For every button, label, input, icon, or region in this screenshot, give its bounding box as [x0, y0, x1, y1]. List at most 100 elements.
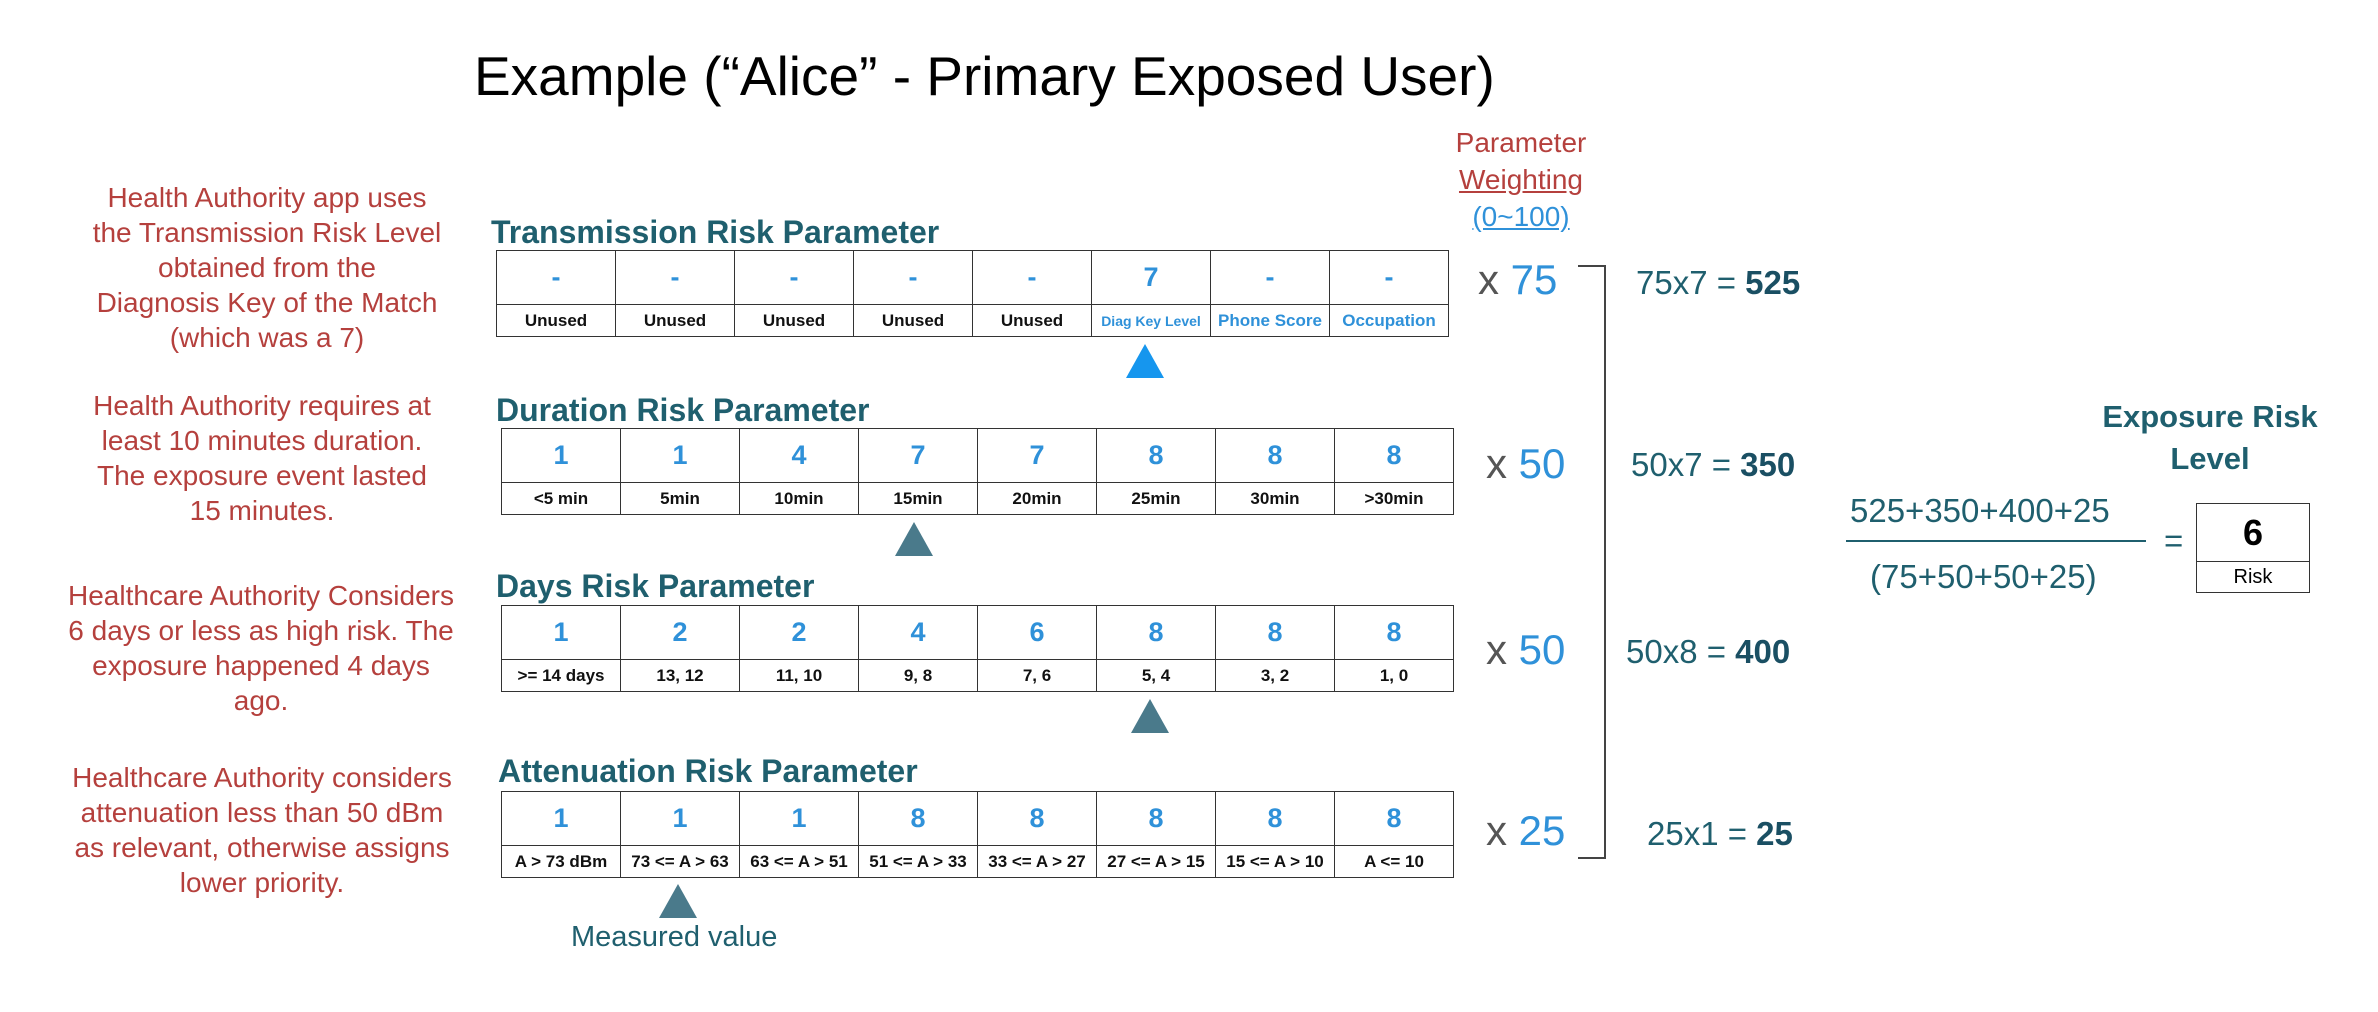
transmission-selection-marker	[1126, 344, 1164, 378]
attenuation-parameter-title: Attenuation Risk Parameter	[498, 753, 918, 789]
duration-label-cell: 20min	[977, 482, 1097, 515]
transmission-calc-expression: 75x7 =	[1636, 264, 1746, 301]
transmission-value-cell: -	[853, 250, 973, 305]
duration-label-cell: 25min	[1096, 482, 1216, 515]
parameter-weighting-line2: Weighting	[1458, 164, 1583, 195]
transmission-value-cell: -	[972, 250, 1092, 305]
duration-selection-marker	[895, 522, 933, 556]
note-duration: Health Authority requires at least 10 mi…	[93, 390, 431, 526]
attenuation-label-cell: 63 <= A > 51	[739, 845, 859, 878]
days-label-cell: 11, 10	[739, 659, 859, 692]
attenuation-label-cell: A <= 10	[1334, 845, 1454, 878]
days-value-cell: 2	[739, 605, 859, 660]
days-parameter-title: Days Risk Parameter	[496, 568, 815, 604]
days-label-cell: 13, 12	[620, 659, 740, 692]
measured-value-label: Measured value	[571, 921, 778, 953]
transmission-value-cell: -	[615, 250, 735, 305]
duration-value-cell: 4	[739, 428, 859, 483]
transmission-label-cell: Diag Key Level	[1091, 304, 1211, 337]
multiply-sign: x	[1486, 807, 1507, 854]
days-label-cell: 3, 2	[1215, 659, 1335, 692]
transmission-label-cell: Unused	[734, 304, 854, 337]
attenuation-label-cell: 27 <= A > 15	[1096, 845, 1216, 878]
risk-result-box: 6 Risk	[2196, 503, 2310, 593]
attenuation-weighted-calc: 25x1 = 25	[1647, 815, 1793, 853]
attenuation-weight-value: 25	[1518, 807, 1566, 854]
duration-calc-expression: 50x7 =	[1631, 446, 1741, 483]
days-weighted-calc: 50x8 = 400	[1626, 633, 1790, 671]
attenuation-value-cell: 1	[620, 791, 740, 846]
parameter-weighting-range: (0~100)	[1472, 201, 1570, 232]
equals-sign: =	[2164, 522, 2184, 559]
days-value-cell: 4	[858, 605, 978, 660]
fraction-line	[1846, 540, 2146, 542]
duration-value-cell: 8	[1334, 428, 1454, 483]
attenuation-value-cell: 8	[1334, 791, 1454, 846]
attenuation-calc-result: 25	[1756, 815, 1793, 852]
parameter-weighting-header: Parameter Weighting (0~100)	[1438, 124, 1604, 235]
transmission-value-cell: -	[496, 250, 616, 305]
duration-value-cell: 1	[620, 428, 740, 483]
days-value-cell: 8	[1334, 605, 1454, 660]
duration-parameter-title: Duration Risk Parameter	[496, 392, 870, 428]
days-value-cell: 2	[620, 605, 740, 660]
duration-weighted-calc: 50x7 = 350	[1631, 446, 1795, 484]
multiply-sign: x	[1486, 440, 1507, 487]
days-label-cell: 9, 8	[858, 659, 978, 692]
transmission-calc-result: 525	[1745, 264, 1801, 301]
transmission-label-cell: Occupation	[1329, 304, 1449, 337]
duration-calc-result: 350	[1740, 446, 1796, 483]
transmission-value-cell: -	[734, 250, 854, 305]
attenuation-value-cell: 1	[501, 791, 621, 846]
days-calc-result: 400	[1735, 633, 1791, 670]
page-title: Example (“Alice” - Primary Exposed User)	[474, 45, 1495, 107]
days-value-cell: 8	[1215, 605, 1335, 660]
duration-value-cell: 8	[1215, 428, 1335, 483]
duration-label-cell: 5min	[620, 482, 740, 515]
days-value-cell: 6	[977, 605, 1097, 660]
transmission-values-row: -----7--	[496, 250, 1449, 305]
risk-denominator: (75+50+50+25)	[1870, 558, 2097, 595]
attenuation-label-cell: 73 <= A > 63	[620, 845, 740, 878]
exposure-risk-title: Exposure Risk Level	[2102, 399, 2318, 476]
parameter-weighting-line1: Parameter	[1455, 127, 1587, 158]
transmission-value-cell: -	[1329, 250, 1449, 305]
days-value-cell: 8	[1096, 605, 1216, 660]
risk-value: 6	[2197, 504, 2309, 562]
transmission-label-cell: Phone Score	[1210, 304, 1330, 337]
days-selection-marker	[1131, 699, 1169, 733]
attenuation-value-cell: 8	[858, 791, 978, 846]
transmission-label-cell: Unused	[972, 304, 1092, 337]
duration-label-cell: 15min	[858, 482, 978, 515]
duration-value-cell: 7	[858, 428, 978, 483]
attenuation-label-cell: A > 73 dBm	[501, 845, 621, 878]
days-value-cell: 1	[501, 605, 621, 660]
transmission-weight: x 75	[1478, 256, 1557, 304]
duration-value-cell: 7	[977, 428, 1097, 483]
duration-label-cell: 30min	[1215, 482, 1335, 515]
risk-label: Risk	[2233, 566, 2273, 588]
attenuation-label-cell: 33 <= A > 27	[977, 845, 1097, 878]
days-label-cell: >= 14 days	[501, 659, 621, 692]
transmission-value-cell: 7	[1091, 250, 1211, 305]
multiply-sign: x	[1478, 256, 1499, 303]
weighting-bracket	[1578, 265, 1606, 859]
days-label-cell: 7, 6	[977, 659, 1097, 692]
note-attenuation: Healthcare Authority considers attenuati…	[72, 762, 452, 898]
days-calc-expression: 50x8 =	[1626, 633, 1736, 670]
multiply-sign: x	[1486, 626, 1507, 673]
days-weight-value: 50	[1518, 626, 1566, 673]
duration-value-cell: 8	[1096, 428, 1216, 483]
duration-label-cell: <5 min	[501, 482, 621, 515]
days-weight: x 50	[1486, 626, 1565, 674]
attenuation-value-cell: 1	[739, 791, 859, 846]
attenuation-label-cell: 15 <= A > 10	[1215, 845, 1335, 878]
duration-label-cell: >30min	[1334, 482, 1454, 515]
transmission-weighted-calc: 75x7 = 525	[1636, 264, 1800, 302]
